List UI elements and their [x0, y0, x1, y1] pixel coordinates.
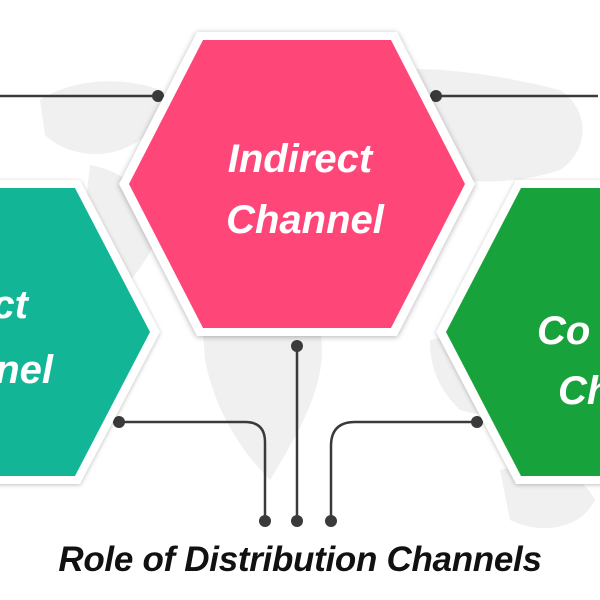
connector-dots [113, 90, 483, 527]
hexagon-direct-channel: ct nel [0, 180, 160, 484]
dot-left-side [113, 416, 125, 428]
connector-lines [0, 94, 598, 521]
connector-left-down [119, 420, 267, 521]
dot-right-side [471, 416, 483, 428]
hexagon-consumer-fill [446, 188, 600, 476]
hexagon-consumer-channel: Co Ch [436, 180, 600, 484]
hexagon-indirect-fill [129, 40, 465, 328]
dot-top-right [430, 90, 442, 102]
diagram-title: Role of Distribution Channels [58, 540, 542, 579]
indirect-label-line1: Indirect [228, 137, 374, 181]
direct-label-line2: nel [0, 348, 54, 392]
direct-label-line1: ct [0, 283, 30, 327]
dot-center-top [291, 340, 303, 352]
dot-top-left [152, 90, 164, 102]
dot-bottom-right [325, 515, 337, 527]
connector-right-down [329, 420, 477, 521]
hexagon-indirect-channel: Indirect Channel [119, 32, 475, 336]
dot-bottom-left [259, 515, 271, 527]
indirect-label-line2: Channel [226, 198, 385, 242]
consumer-label-line2: Ch [558, 369, 600, 413]
hexagon-direct-fill [0, 188, 150, 476]
consumer-label-line1: Co [537, 309, 590, 353]
dot-bottom-center [291, 515, 303, 527]
